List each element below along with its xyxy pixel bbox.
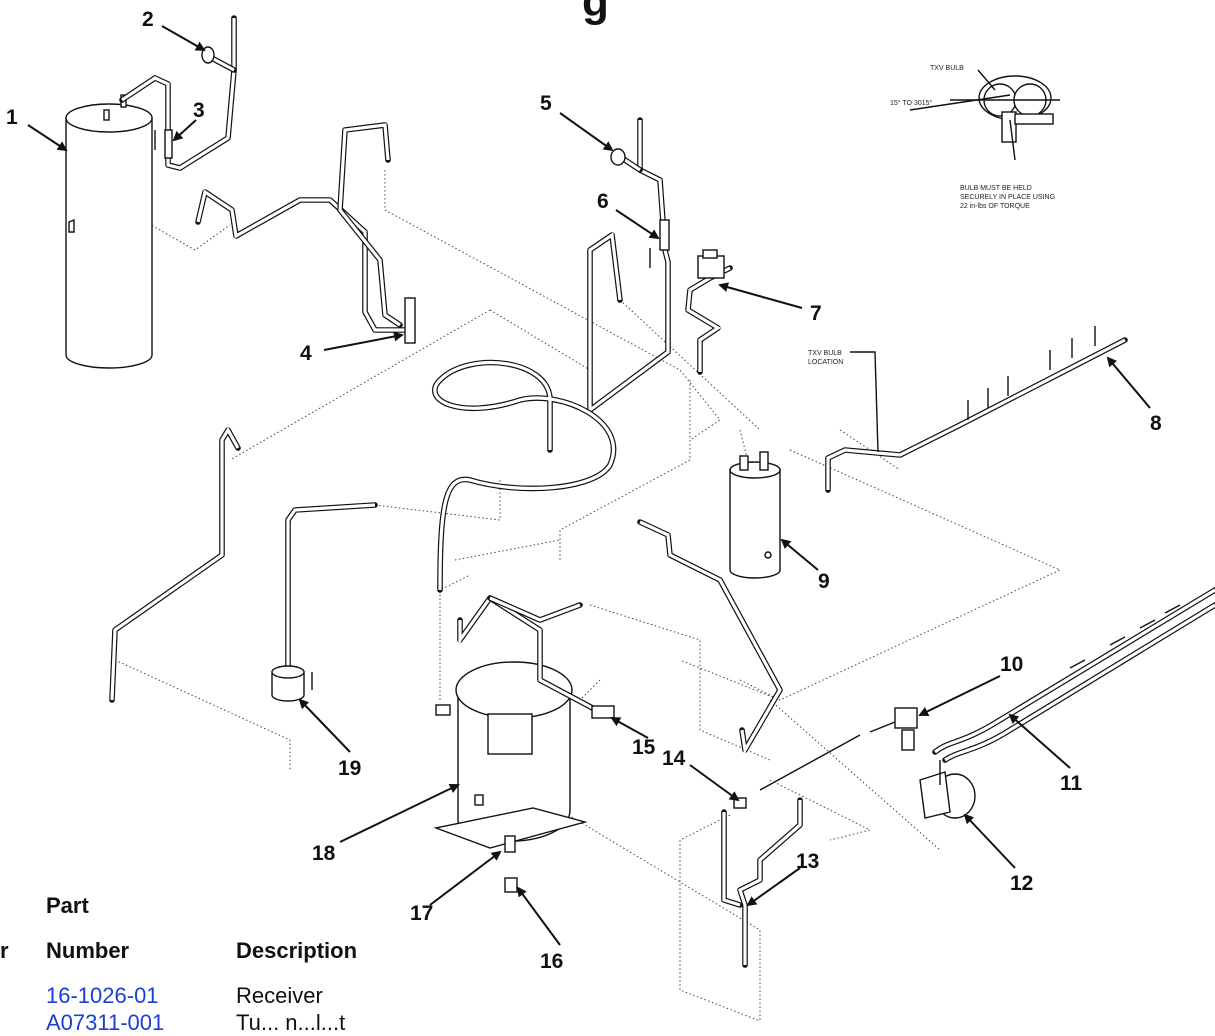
right-assembly: [721, 587, 1215, 968]
callout-arrows: [27, 25, 1151, 946]
callout-3: 3: [193, 99, 205, 122]
title-fragment: g: [582, 0, 609, 26]
receiver-tank: [65, 94, 153, 369]
callout-9: 9: [818, 570, 830, 593]
callout-15: 15: [632, 736, 656, 759]
liquid-line-5-6-7: [587, 117, 733, 414]
callout-2: 2: [142, 8, 154, 31]
serpentine-loop: [432, 359, 617, 593]
callout-numbers: 1 2 3 4 5 6 7 8 9 10 11 12 13 14 15 16 1…: [6, 8, 1162, 973]
callout-18: 18: [312, 842, 336, 865]
distributor-header-8: TXV BULB LOCATION: [808, 326, 1128, 493]
filter-19: [271, 502, 378, 702]
compressor-18: [433, 595, 615, 893]
callout-13: 13: [796, 850, 819, 873]
callout-17: 17: [410, 902, 433, 925]
txv-location-note-2: LOCATION: [808, 359, 843, 366]
part-number-header-line2: Number: [46, 938, 130, 963]
alignment-lines: [71, 170, 1062, 1021]
suction-line-4: [195, 122, 416, 344]
discharge-tube: [637, 519, 783, 755]
bulb-held-note-2: SECURELY IN PLACE USING: [960, 194, 1055, 201]
callout-6: 6: [597, 190, 609, 213]
description-1: Receiver: [236, 983, 323, 1008]
callout-12: 12: [1010, 872, 1033, 895]
angle-note: 15° TO 3015°: [890, 99, 933, 107]
upper-left-piping: [119, 15, 237, 171]
callout-11: 11: [1060, 772, 1083, 795]
description-header: Description: [236, 938, 358, 963]
callout-4: 4: [300, 342, 312, 365]
bulb-held-note-3: 22 in-lbs OF TORQUE: [960, 203, 1030, 210]
callout-5: 5: [540, 92, 552, 115]
accumulator-9: [729, 451, 781, 579]
txv-bulb-note: TXV BULB: [930, 65, 964, 72]
part-number-link-2[interactable]: A07311-001: [46, 1010, 165, 1035]
left-long-tube: [109, 426, 241, 703]
description-2: Tu... n...l...t: [236, 1010, 346, 1035]
txv-bulb-detail: TXV BULB 15° TO 3015° BULB MUST BE HELD …: [890, 65, 1060, 210]
callout-1: 1: [6, 106, 18, 129]
callout-7: 7: [810, 302, 822, 325]
callout-16: 16: [540, 950, 563, 973]
bulb-held-note-1: BULB MUST BE HELD: [960, 185, 1032, 192]
callout-10: 10: [1000, 653, 1023, 676]
callout-19: 19: [338, 757, 361, 780]
part-number-header-line1: Part: [46, 893, 89, 918]
item-column-header: r: [0, 938, 9, 963]
txv-location-note-1: TXV BULB: [808, 350, 842, 357]
callout-14: 14: [662, 747, 686, 770]
part-number-link-1[interactable]: 16-1026-01: [46, 983, 159, 1008]
callout-8: 8: [1150, 412, 1162, 435]
